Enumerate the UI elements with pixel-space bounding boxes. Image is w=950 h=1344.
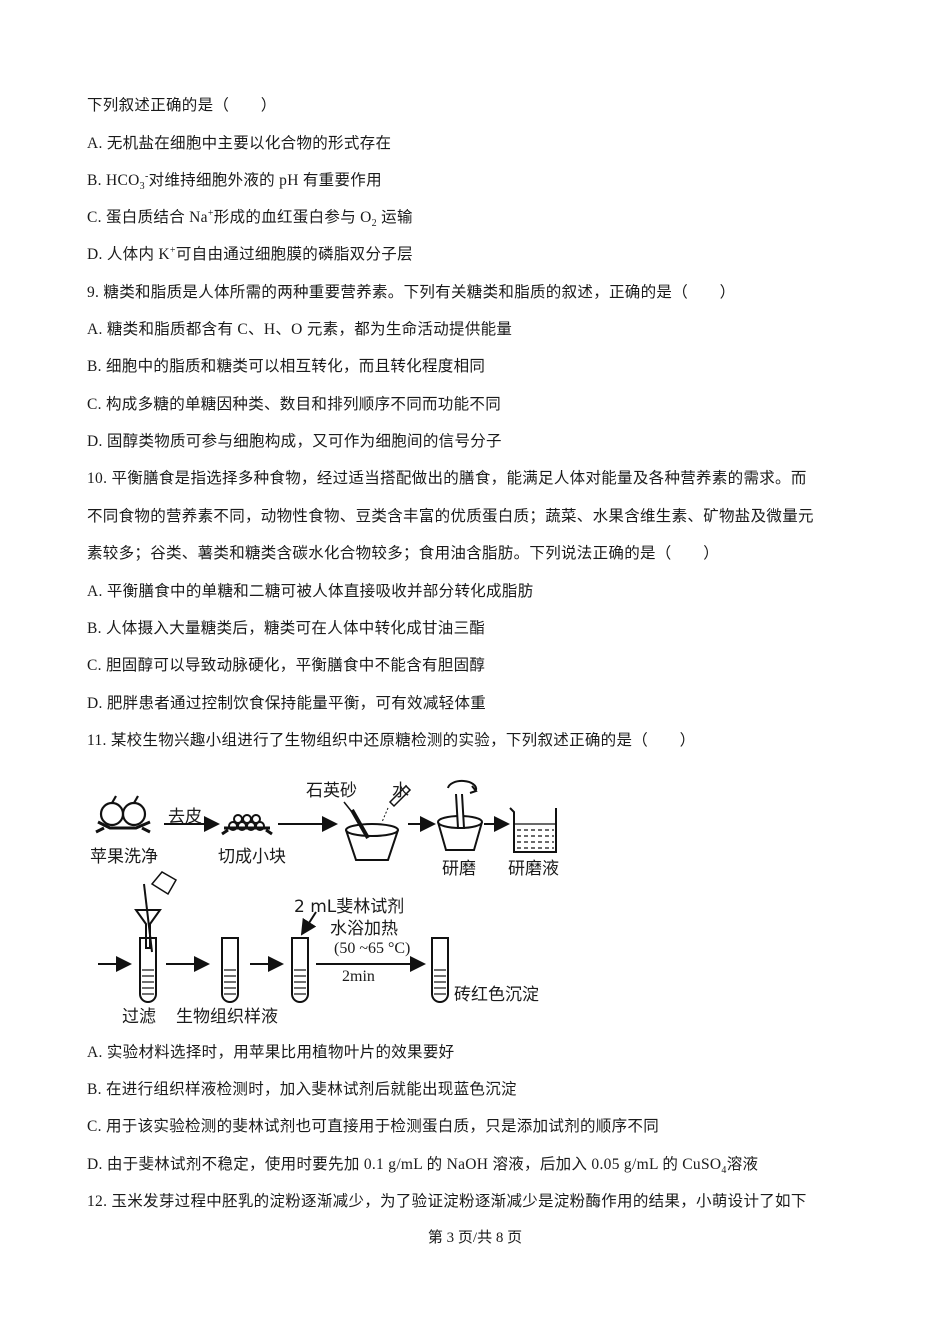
sample-test-tube-icon <box>221 937 239 1003</box>
q8-option-c-rest: 运输 <box>376 209 413 226</box>
label-sample-liquid: 生物组织样液 <box>176 1007 278 1027</box>
label-precipitate: 砖红色沉淀 <box>454 985 539 1005</box>
q8-option-b-prefix: B. HCO <box>87 172 140 189</box>
beaker-icon <box>509 807 557 853</box>
apple-pieces-icon <box>221 814 273 836</box>
label-time: 2min <box>342 968 375 985</box>
page-footer: 第 3 页/共 8 页 <box>427 1230 523 1246</box>
q8-option-d: D. 人体内 K+可自由通过细胞膜的磷脂双分子层 <box>87 245 413 265</box>
q8-option-b: B. HCO3-对维持细胞外液的 pH 有重要作用 <box>87 171 382 191</box>
q11-option-c: C. 用于该实验检测的斐林试剂也可直接用于检测蛋白质，只是添加试剂的顺序不同 <box>87 1118 659 1135</box>
q12-stem: 12. 玉米发芽过程中胚乳的淀粉逐渐减少，为了验证淀粉逐渐减少是淀粉酶作用的结果… <box>87 1193 807 1210</box>
experiment-drawings <box>95 779 557 1003</box>
superscript: + <box>207 207 214 219</box>
q9-option-d: D. 固醇类物质可参与细胞构成，又可作为细胞间的信号分子 <box>87 433 502 450</box>
q9-option-c: C. 构成多糖的单糖因种类、数目和排列顺序不同而功能不同 <box>87 396 501 413</box>
q8-option-c-prefix: C. 蛋白质结合 Na <box>87 209 208 226</box>
q8-option-d-rest: 可自由通过细胞膜的磷脂双分子层 <box>175 246 413 263</box>
q9-stem: 9. 糖类和脂质是人体所需的两种重要营养素。下列有关糖类和脂质的叙述，正确的是（… <box>87 284 736 301</box>
subscript: 2 <box>371 218 377 230</box>
label-grind: 研磨 <box>442 859 476 879</box>
label-peel: 去皮 <box>168 807 202 827</box>
q11-option-d: D. 由于斐林试剂不稳定，使用时要先加 0.1 g/mL 的 NaOH 溶液，后… <box>87 1155 759 1177</box>
q10-option-a: A. 平衡膳食中的单糖和二糖可被人体直接吸收并部分转化成脂肪 <box>87 583 534 600</box>
label-cut: 切成小块 <box>218 847 286 867</box>
grinding-mortar-icon <box>437 779 483 851</box>
label-temperature: (50 ~65 °C) <box>334 940 411 957</box>
reagent-test-tube-icon <box>291 911 317 1003</box>
q8-stem: 下列叙述正确的是（ ） <box>87 97 277 114</box>
q10-option-c: C. 胆固醇可以导致动脉硬化，平衡膳食中不能含有胆固醇 <box>87 657 486 674</box>
q10-stem-line-1: 10. 平衡膳食是指选择多种食物，经过适当搭配做出的膳食，能满足人体对能量及各种… <box>87 470 807 487</box>
q10-stem-line-3: 素较多；谷类、薯类和糖类含碳水化合物较多；食用油含脂肪。下列说法正确的是（ ） <box>87 545 720 562</box>
q11-option-b: B. 在进行组织样液检测时，加入斐林试剂后就能出现蓝色沉淀 <box>87 1081 517 1098</box>
q9-option-b: B. 细胞中的脂质和糖类可以相互转化，而且转化程度相同 <box>87 358 486 375</box>
label-reagent: 2 mL斐林试剂 <box>294 897 405 917</box>
q9-option-a: A. 糖类和脂质都含有 C、H、O 元素，都为生命活动提供能量 <box>87 321 513 338</box>
label-water: 水 <box>392 781 409 801</box>
q11-option-d-rest: 溶液 <box>726 1156 759 1173</box>
subscript: 3 <box>139 181 145 193</box>
label-apple-wash: 苹果洗净 <box>90 847 158 867</box>
q8-option-a: A. 无机盐在细胞中主要以化合物的形式存在 <box>87 135 392 152</box>
filter-test-tube-icon <box>134 871 178 1003</box>
superscript: - <box>144 170 149 182</box>
q8-option-b-rest: 对维持细胞外液的 pH 有重要作用 <box>148 172 382 189</box>
q8-option-c-mid: 形成的血红蛋白参与 O <box>213 209 372 226</box>
result-test-tube-icon <box>431 937 449 1003</box>
q8-option-d-prefix: D. 人体内 K <box>87 246 170 263</box>
q11-option-d-prefix: D. 由于斐林试剂不稳定，使用时要先加 0.1 g/mL 的 NaOH 溶液，后… <box>87 1156 722 1173</box>
apple-icon <box>95 795 151 834</box>
q11-option-a: A. 实验材料选择时，用苹果比用植物叶片的效果要好 <box>87 1044 455 1061</box>
experiment-flow-diagram: 苹果洗净 去皮 切成小块 石英砂 水 研磨 研磨液 过滤 生物组织样液 2 mL… <box>90 772 590 1034</box>
label-grind-liquid: 研磨液 <box>508 859 559 879</box>
q10-option-b: B. 人体摄入大量糖类后，糖类可在人体中转化成甘油三酯 <box>87 620 486 637</box>
q8-option-c: C. 蛋白质结合 Na+形成的血红蛋白参与 O2 运输 <box>87 208 413 228</box>
label-filter: 过滤 <box>122 1007 156 1027</box>
q10-option-d: D. 肥胖患者通过控制饮食保持能量平衡，可有效减轻体重 <box>87 695 487 712</box>
q10-stem-line-2: 不同食物的营养素不同，动物性食物、豆类含丰富的优质蛋白质；蔬菜、水果含维生素、矿… <box>87 508 814 525</box>
superscript: + <box>169 244 176 256</box>
subscript: 4 <box>721 1165 727 1177</box>
mortar-icon <box>343 784 412 861</box>
q11-stem: 11. 某校生物兴趣小组进行了生物组织中还原糖检测的实验，下列叙述正确的是（ ） <box>87 732 696 749</box>
label-quartz-sand: 石英砂 <box>306 781 357 801</box>
label-water-bath: 水浴加热 <box>330 919 398 939</box>
